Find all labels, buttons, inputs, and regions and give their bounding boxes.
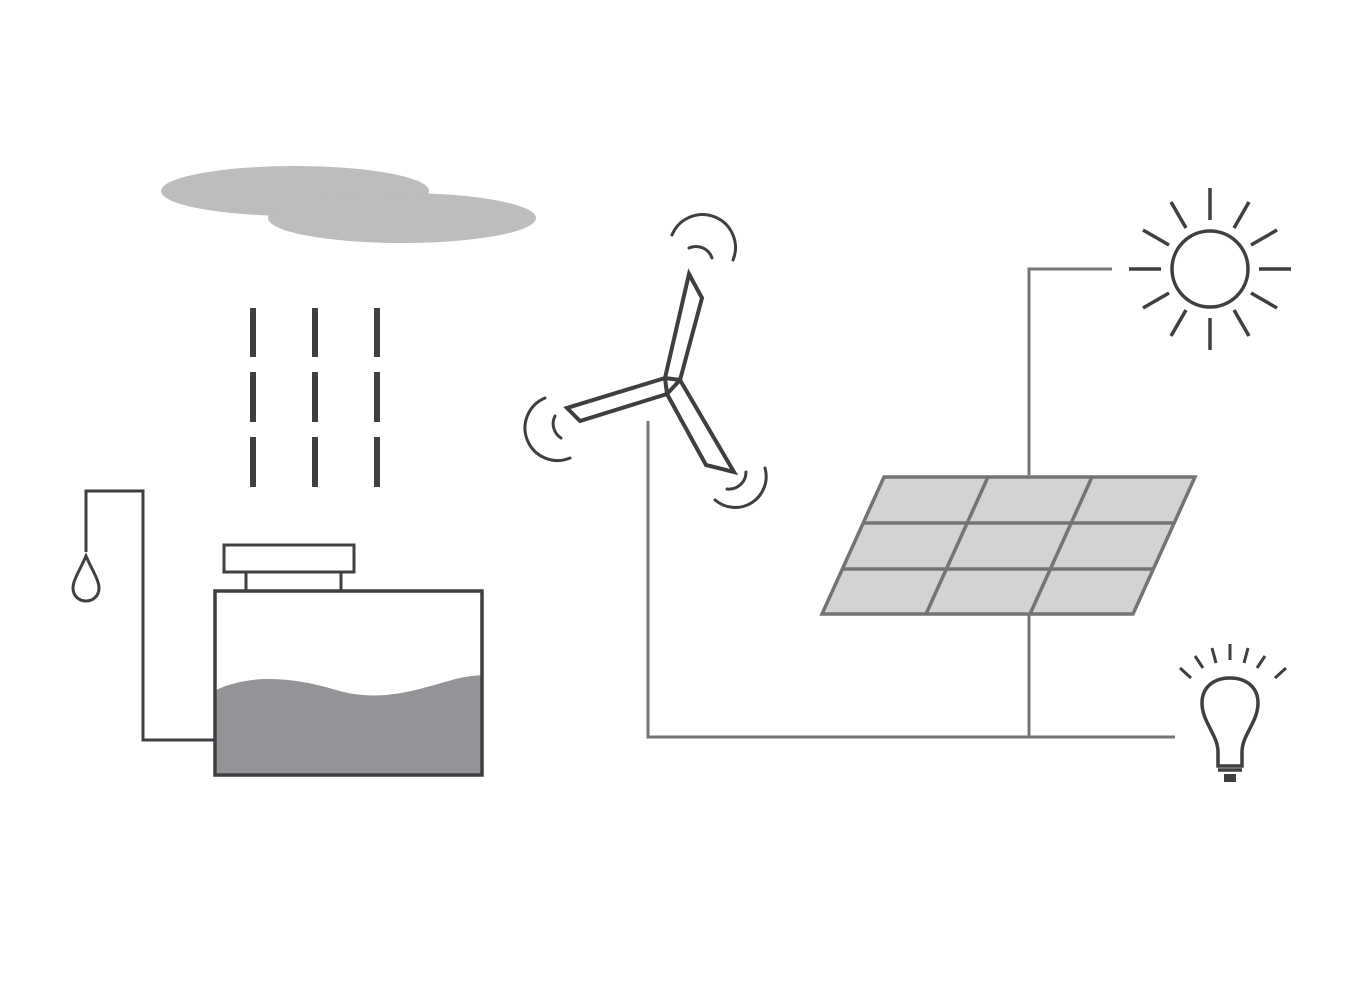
cloud-icon	[161, 166, 536, 243]
water-pipe	[84, 489, 216, 742]
light-bulb-icon	[1178, 644, 1288, 782]
sun-icon	[1129, 188, 1291, 350]
water-level	[216, 675, 482, 775]
rain-icon	[250, 308, 380, 487]
solar-panel-icon	[819, 475, 1198, 616]
wind-turbine-icon	[523, 213, 768, 509]
power-wires	[646, 267, 1175, 739]
water-drop-icon	[71, 552, 101, 603]
tank-body	[213, 589, 484, 777]
tank-lid	[222, 543, 356, 574]
water-tank-icon	[213, 543, 484, 777]
